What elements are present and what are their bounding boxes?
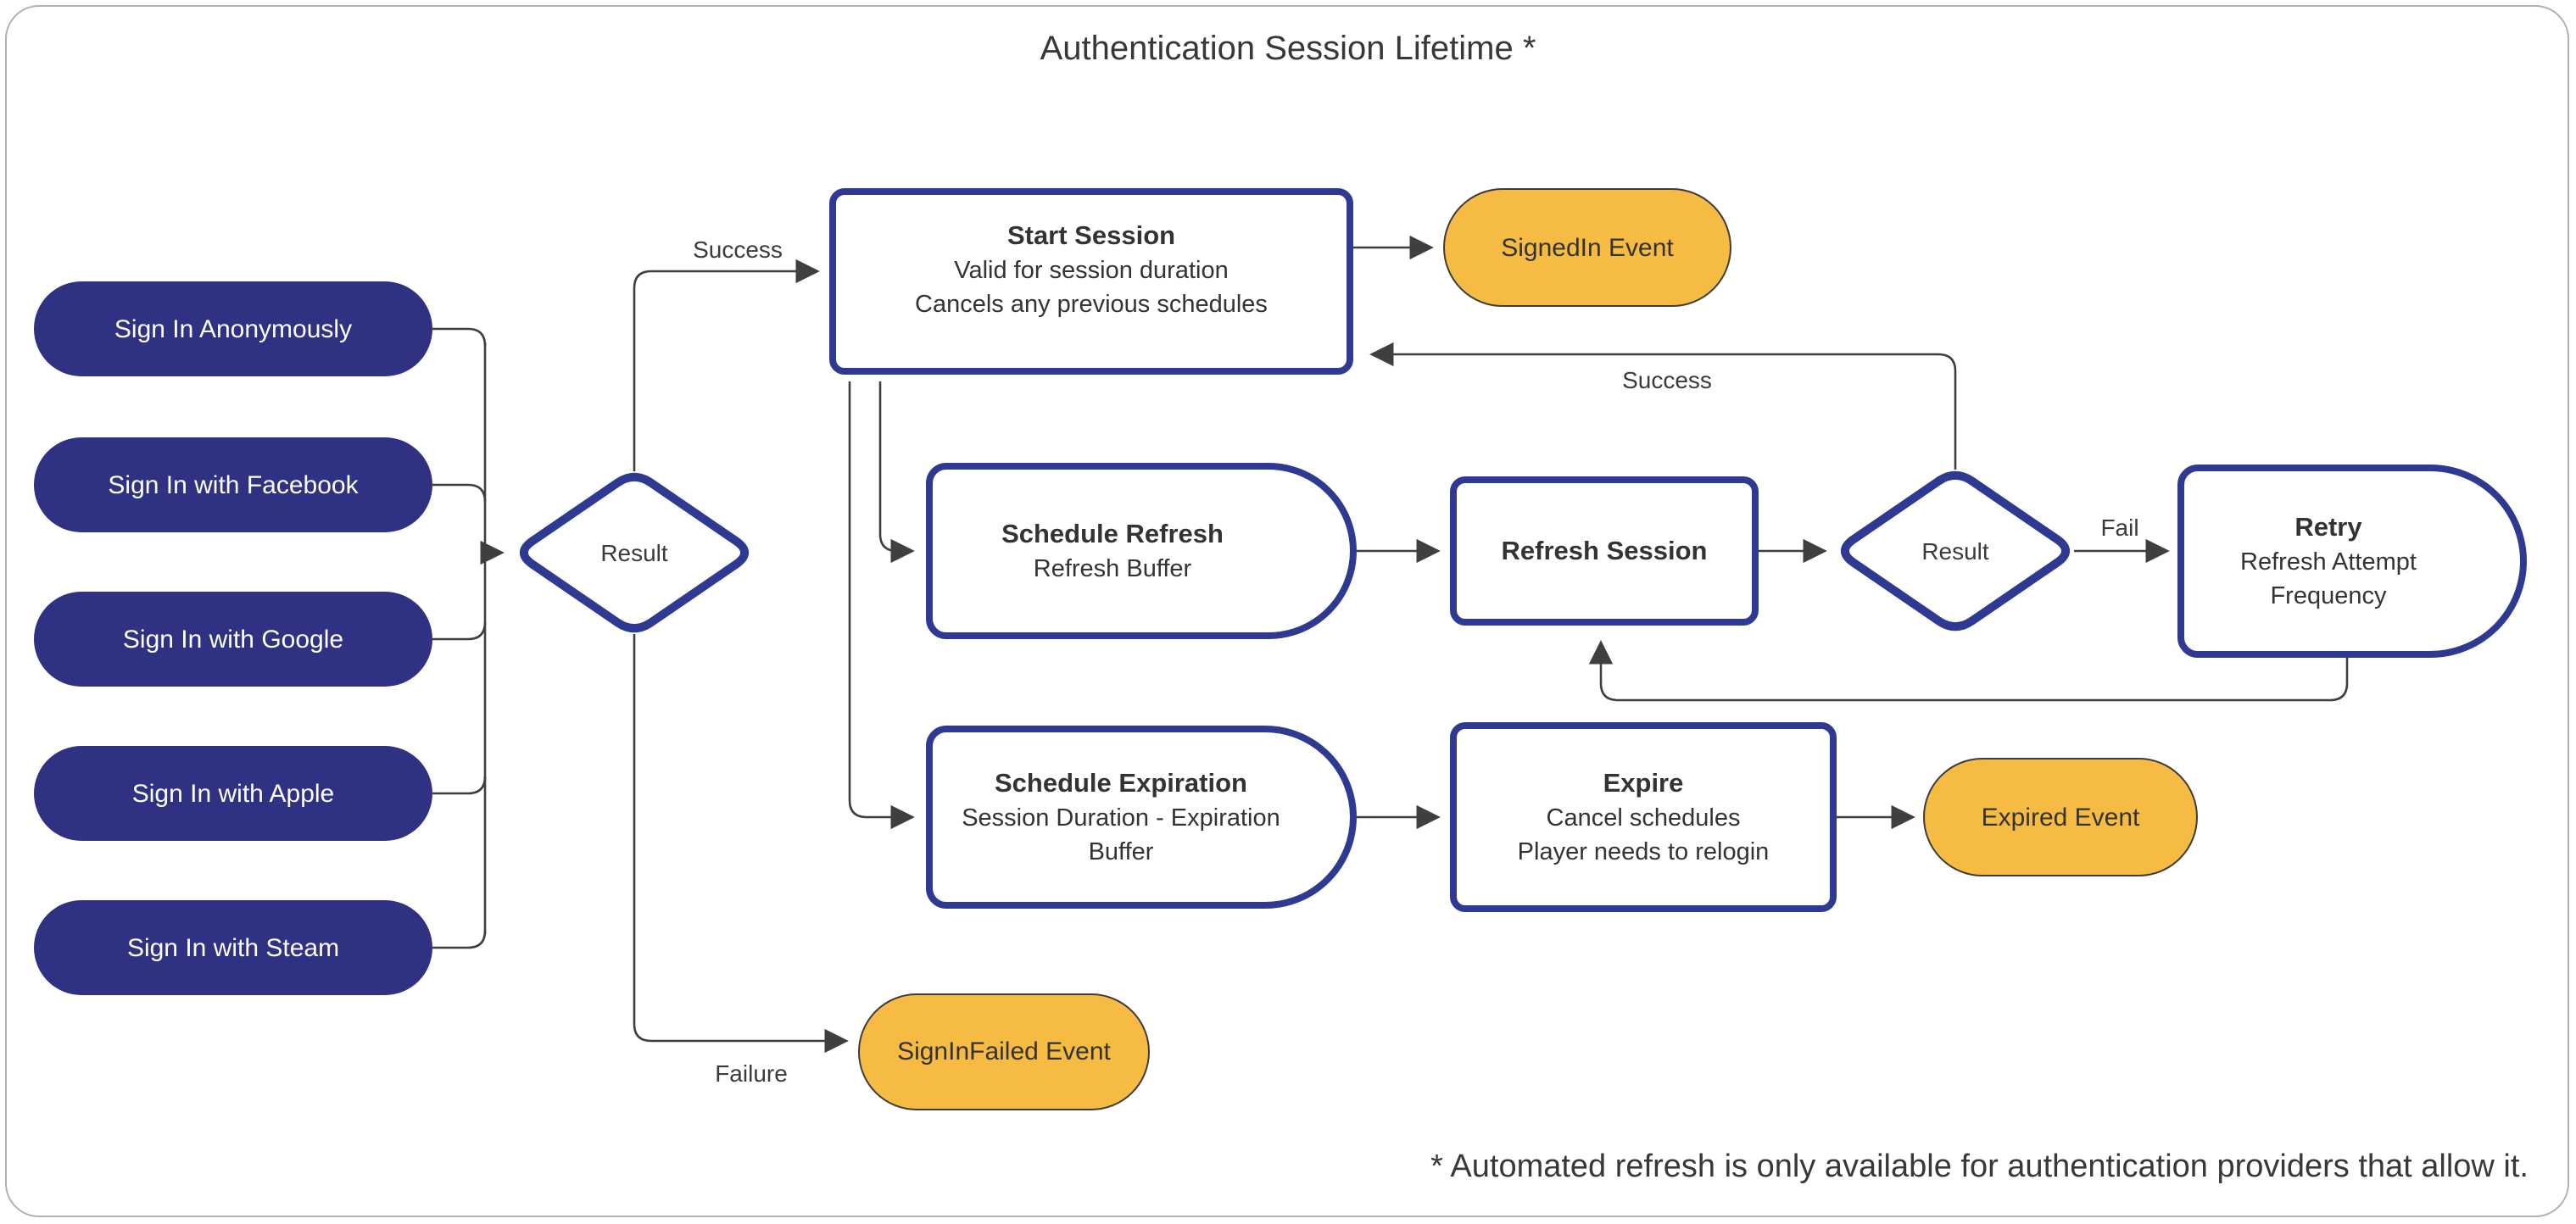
diagram-border-frame: [5, 5, 2569, 1217]
edge-provider-google: [432, 621, 487, 641]
node-sign-in-facebook: Sign In with Facebook: [34, 437, 432, 532]
node-signinfailed-event: SignInFailed Event: [858, 993, 1150, 1110]
decision-result-1: [519, 472, 750, 633]
node-label: Sign In with Apple: [131, 779, 335, 808]
node-subtitle: Cancels any previous schedules: [915, 292, 1268, 319]
node-schedule-expiration: Schedule Expiration Session Duration - E…: [926, 726, 1357, 909]
node-subtitle: Player needs to relogin: [1517, 838, 1770, 865]
edge-provider-apple: [432, 776, 487, 795]
node-label: Sign In with Steam: [126, 933, 340, 962]
edge-label-failure: Failure: [715, 1060, 788, 1087]
diagram-footnote: * Automated refresh is only available fo…: [1430, 1149, 2529, 1185]
node-expired-event: Expired Event: [1923, 758, 2198, 876]
node-retry: Retry Refresh Attempt Frequency: [2177, 465, 2527, 658]
node-sign-in-anonymously: Sign In Anonymously: [34, 281, 432, 376]
edge-start-session-schedule-refresh: [878, 381, 915, 564]
node-label: Expired Event: [1981, 803, 2140, 832]
node-subtitle: Refresh Buffer: [1033, 555, 1192, 582]
node-signedin-event: SignedIn Event: [1443, 188, 1731, 307]
edge-label-fail: Fail: [2100, 514, 2139, 541]
node-title: Schedule Refresh: [1001, 520, 1224, 548]
node-title: Schedule Expiration: [994, 769, 1247, 798]
edge-label-success-in: Success: [693, 236, 783, 263]
node-sign-in-google: Sign In with Google: [34, 592, 432, 687]
edge-label-success-return: Success: [1622, 366, 1712, 393]
node-label: Sign In Anonymously: [114, 314, 353, 343]
node-label: SignedIn Event: [1501, 233, 1674, 262]
diagram-title: Authentication Session Lifetime *: [1040, 31, 1536, 68]
edge-result2-success-start-session: [1369, 342, 1957, 470]
edge-provider-facebook: [432, 483, 487, 503]
node-sign-in-steam: Sign In with Steam: [34, 900, 432, 995]
edge-provider-steam: [432, 930, 487, 949]
node-title: Start Session: [1006, 222, 1176, 251]
node-title: Expire: [1603, 769, 1684, 798]
node-label: SignInFailed Event: [897, 1038, 1111, 1066]
node-sign-in-apple: Sign In with Apple: [34, 746, 432, 841]
edge-provider-anonymous: [432, 327, 487, 347]
node-title: Retry: [2294, 513, 2362, 542]
node-schedule-refresh: Schedule Refresh Refresh Buffer: [926, 463, 1357, 639]
edge-result-failure-signinfailed: [633, 634, 849, 1054]
node-title: Refresh Session: [1501, 537, 1708, 565]
edge-result-success-start-session: [633, 259, 820, 471]
node-subtitle: Session Duration - Expiration Buffer: [962, 804, 1280, 865]
node-subtitle: Valid for session duration: [954, 258, 1229, 285]
node-subtitle: Refresh Attempt Frequency: [2240, 548, 2417, 609]
node-expire: Expire Cancel schedules Player needs to …: [1450, 722, 1837, 912]
node-subtitle: Cancel schedules: [1546, 804, 1741, 832]
decision-result-1-label: Result: [600, 539, 668, 566]
node-label: Sign In with Google: [122, 625, 344, 654]
node-start-session: Start Session Valid for session duration…: [829, 188, 1353, 375]
decision-result-2: [1840, 470, 2071, 631]
node-label: Sign In with Facebook: [108, 470, 359, 499]
edge-start-session-schedule-expiration: [848, 381, 915, 830]
decision-result-2-label: Result: [1921, 537, 1989, 565]
node-refresh-session: Refresh Session: [1450, 476, 1759, 626]
edge-retry-loop-refresh-session: [1588, 640, 2349, 702]
